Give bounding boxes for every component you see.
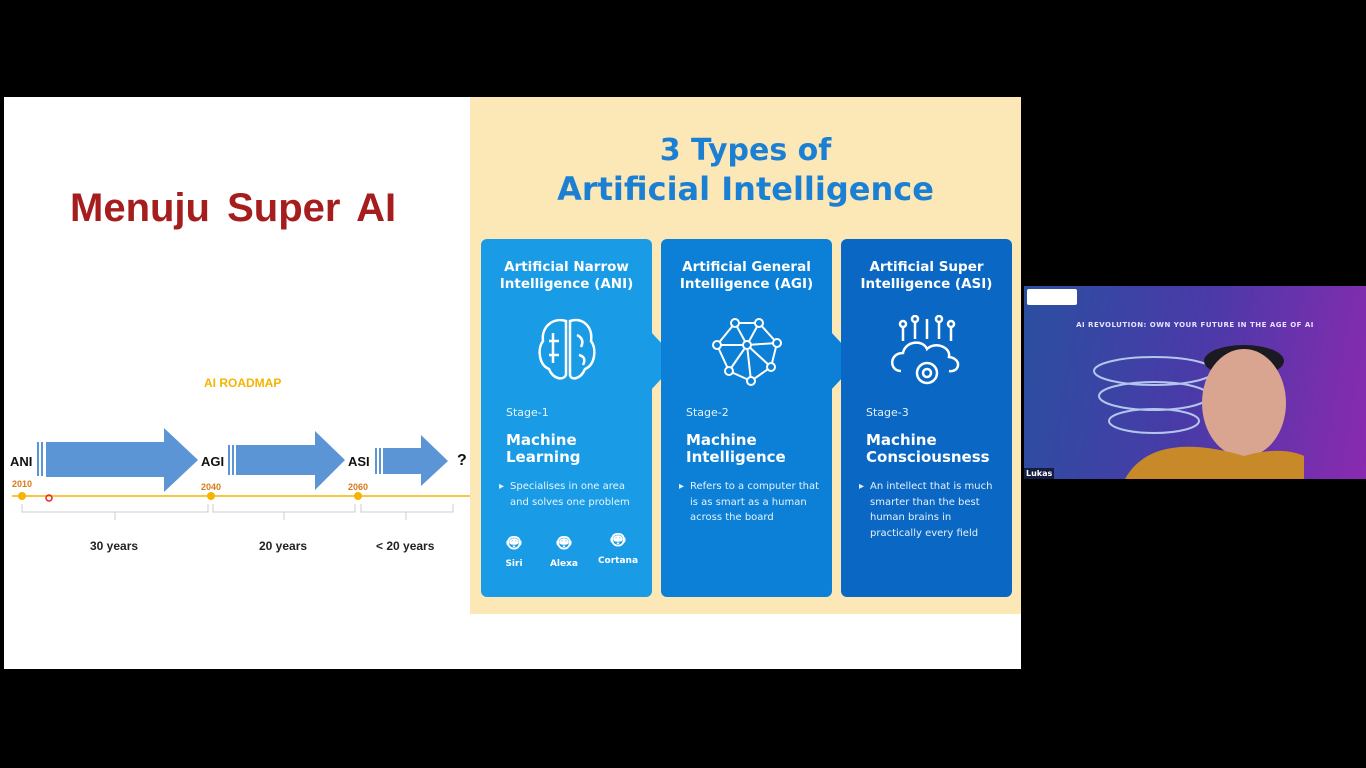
arrow-asi [383, 435, 448, 486]
card-asi: Artificial Super Intelligence (ASI) Stag… [841, 239, 1012, 597]
panel-title-line1: 3 Types of [659, 133, 832, 168]
arrow-agi-asi [236, 431, 345, 490]
stage-label-unknown: ? [457, 452, 467, 469]
card-heading: Artificial Super Intelligence (ASI) [860, 259, 993, 292]
card-agi: Artificial General Intelligence (AGI) St… [661, 239, 832, 597]
robot-icon: 🤖︎ [611, 528, 625, 553]
duration-3: < 20 years [376, 539, 435, 553]
stage-label-ani: ANI [10, 454, 33, 469]
example-alexa: 🤖︎Alexa [547, 529, 581, 569]
arrow-ani-agi [46, 428, 198, 492]
year-2010: 2010 [12, 479, 33, 489]
stage-label: Stage-2 [686, 406, 729, 419]
duration-1: 30 years [90, 539, 139, 553]
year-2060: 2060 [348, 482, 369, 492]
roadmap-title: AI ROADMAP [204, 376, 282, 390]
slide-title: Menuju Super AI [70, 186, 397, 230]
stage-label-agi: AGI [201, 454, 225, 469]
duration-2: 20 years [259, 539, 308, 553]
pointer-cursor [45, 494, 53, 502]
neural-network-icon [711, 318, 782, 386]
stage-name: Machine Consciousness [866, 431, 990, 466]
stage-description: Specialises in one area and solves one p… [499, 479, 642, 510]
card-heading: Artificial Narrow Intelligence (ANI) [499, 259, 634, 292]
cloud-gear-icon [890, 315, 959, 385]
robot-icon: 🤖︎ [507, 531, 521, 556]
panel-title-line2: Artificial Intelligence [557, 170, 934, 208]
arrows [37, 428, 448, 492]
card-heading: Artificial General Intelligence (AGI) [679, 259, 814, 292]
participant-name: Lukas [1024, 468, 1055, 479]
example-siri: 🤖︎Siri [499, 529, 529, 569]
speaker-video-feed [1093, 345, 1304, 479]
stage-name: Machine Learning [506, 431, 581, 466]
stage-name: Machine Intelligence [686, 431, 786, 466]
stage-label-asi: ASI [348, 454, 370, 469]
year-2040: 2040 [201, 482, 222, 492]
robot-icon: 🤖︎ [557, 531, 571, 556]
video-banner: AI REVOLUTION: OWN YOUR FUTURE IN THE AG… [1076, 321, 1314, 329]
stage-description: An intellect that is much smarter than t… [859, 479, 1002, 541]
stage-description: Refers to a computer that is as smart as… [679, 479, 822, 526]
participant-video[interactable]: AI REVOLUTION: OWN YOUR FUTURE IN THE AG… [1024, 286, 1366, 479]
stage-label: Stage-3 [866, 406, 909, 419]
brain-icon [537, 318, 596, 380]
roadmap-diagram [12, 428, 478, 520]
organizer-logo [1027, 289, 1077, 305]
card-ani: Artificial Narrow Intelligence (ANI) Sta… [481, 239, 652, 597]
example-cortana: 🤖︎Cortana [593, 526, 643, 566]
stage-label: Stage-1 [506, 406, 549, 419]
